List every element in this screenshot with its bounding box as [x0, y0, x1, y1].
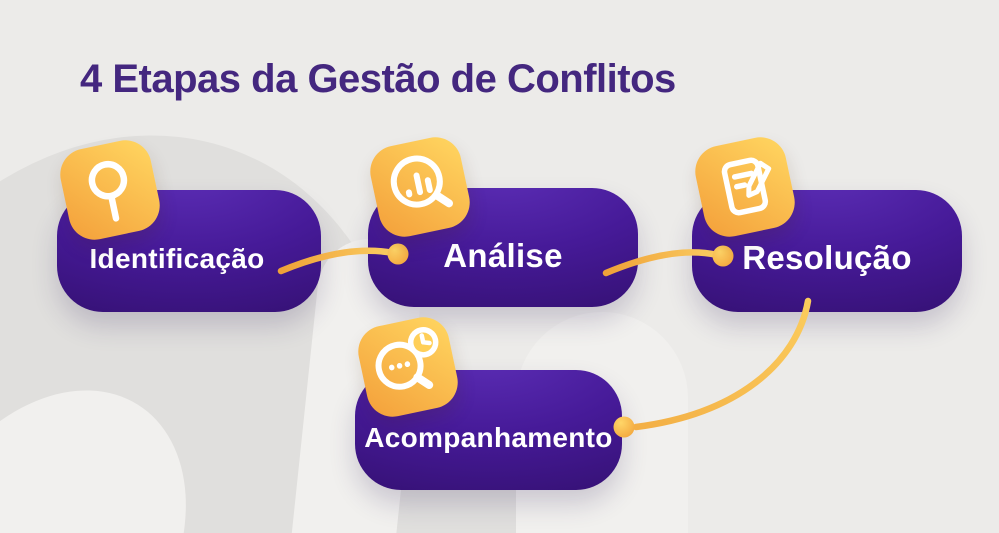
magnifier-clock-icon — [353, 312, 463, 422]
chart-magnifier-icon — [365, 132, 475, 242]
step-label-analise: Análise — [443, 236, 563, 274]
step-label-acompanhamento: Acompanhamento — [364, 422, 613, 453]
step-label-identificacao: Identificação — [89, 243, 265, 274]
magnifier-icon — [55, 135, 165, 245]
document-edit-icon — [690, 132, 800, 242]
page-title: 4 Etapas da Gestão de Conflitos — [80, 57, 676, 101]
step-label-resolucao: Resolução — [742, 239, 912, 276]
